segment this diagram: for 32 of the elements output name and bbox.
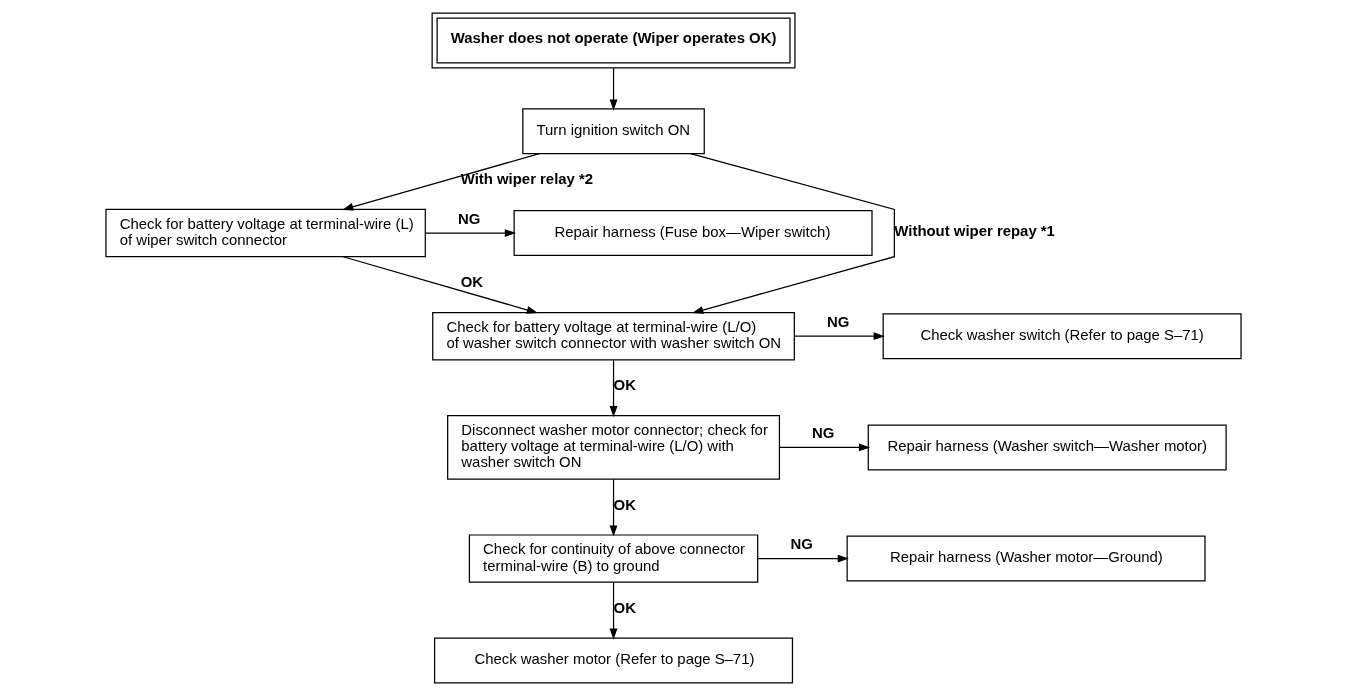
arrow (793, 332, 885, 341)
edge-label: NG (826, 314, 849, 330)
node-box: Check washer motor (Refer to page S–71) (433, 637, 793, 684)
edge-label: OK (613, 599, 636, 616)
node-box: Repair harness (Washer motor—Ground) (846, 535, 1206, 582)
edge-label: NG (790, 536, 813, 553)
node-box: Washer does not operate (Wiper operates OK) (431, 12, 796, 69)
arrow (609, 359, 617, 418)
arrow (609, 581, 617, 640)
edge-label: Without wiper repay *1 (893, 222, 1055, 239)
node-box: Turn ignition switch ON (521, 108, 705, 155)
arrow (342, 256, 538, 314)
edge-label: OK (460, 274, 483, 291)
arrow (424, 229, 516, 237)
node-box: Check for continuity of above connector terminal-wire (B) to ground (468, 534, 758, 583)
arrow (609, 67, 617, 111)
node-box: Repair harness (Fuse box—Wiper switch) (513, 210, 873, 257)
edge-label: With wiper relay *2 (460, 171, 593, 188)
node-box: Disconnect washer motor connector; check for battery voltage at terminal-wire (L/O) with washer switch ON (446, 415, 780, 480)
edge-label: NG (457, 210, 480, 227)
edge-label: NG (811, 425, 834, 442)
edge-label: OK (613, 496, 636, 513)
arrow (609, 478, 617, 537)
edge-label: OK (613, 377, 636, 394)
node-box: Check for battery voltage at terminal-wire (L) of wiper switch connector (104, 208, 426, 258)
arrow (778, 443, 870, 452)
arrow (689, 152, 895, 314)
arrow (756, 554, 849, 563)
node-box: Check washer switch (Refer to page S–71) (882, 313, 1242, 360)
arrow (341, 153, 540, 211)
node-box: Repair harness (Washer switch—Washer motor) (867, 424, 1227, 471)
node-box: Check for battery voltage at terminal-wire (L/O) of washer switch connector with washer switch ON (431, 311, 795, 361)
